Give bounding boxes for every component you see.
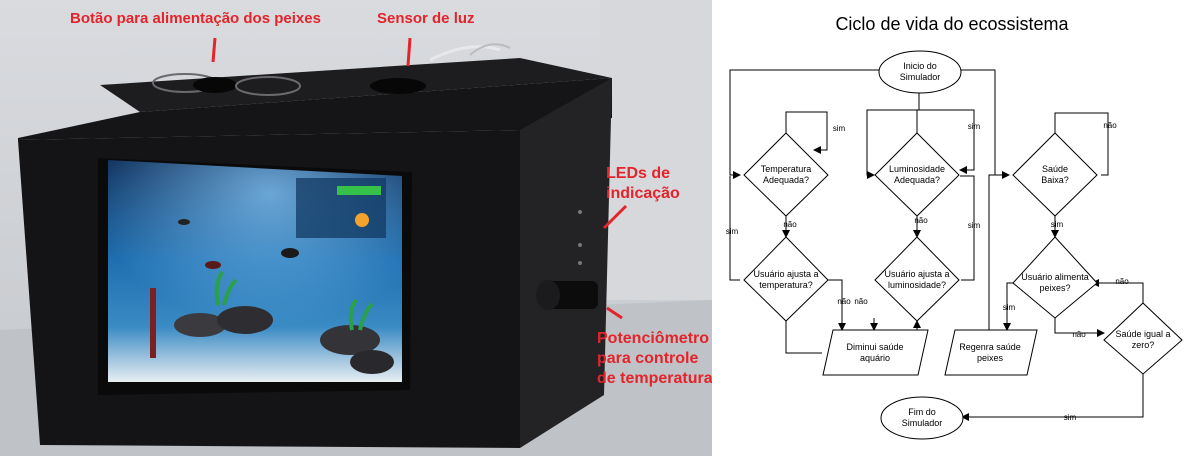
node-end-line2: Simulador	[902, 418, 943, 428]
node-health-zero-line2: zero?	[1132, 340, 1155, 350]
node-end-line1: Fim do	[908, 407, 936, 417]
node-temp-ok-line2: Adequada?	[763, 175, 809, 185]
node-user-feed-line1: Usuário alimenta	[1021, 272, 1089, 282]
flowchart: Ciclo de vida do ecossistema	[726, 14, 1183, 440]
edge-label-temp-sim: sim	[833, 124, 846, 133]
temperature-knob	[548, 281, 598, 309]
feed-button-label: Botão para alimentação dos peixes	[70, 10, 321, 27]
node-regen-health-line1: Regenra saúde	[959, 342, 1021, 352]
flowchart-title: Ciclo de vida do ecossistema	[835, 14, 1069, 34]
node-decrease-health	[822, 329, 929, 376]
node-user-temp-line1: Usuário ajusta a	[753, 269, 818, 279]
node-start-line1: Inicio do	[903, 61, 937, 71]
edge-label-userfeed-sim: sim	[1003, 303, 1016, 312]
node-user-light	[874, 236, 960, 322]
node-decrease-health-line2: aquário	[860, 353, 890, 363]
fish	[281, 248, 299, 258]
edge-label-light-nao: não	[914, 216, 928, 225]
node-health-low-line1: Saúde	[1042, 164, 1068, 174]
node-health-zero-line1: Saúde igual a	[1115, 329, 1170, 339]
edge-label-zero-sim: sim	[1064, 413, 1077, 422]
node-user-temp-line2: temperatura?	[759, 280, 813, 290]
fish	[205, 261, 221, 269]
node-health-zero	[1103, 302, 1183, 375]
edge-label-userlight-sim: sim	[968, 221, 981, 230]
edge-label-zero-nao: não	[1115, 277, 1129, 286]
node-user-light-line2: luminosidade?	[888, 280, 946, 290]
potentiometer-label-line1: Potenciômetro	[597, 330, 710, 347]
light-sensor-hole	[370, 78, 426, 94]
flowchart-panel: Ciclo de vida do ecossistema	[712, 0, 1195, 456]
prototype-photo-drawing	[0, 0, 712, 456]
leds-label-line1: LEDs de	[606, 165, 671, 182]
edge-label-health-nao: não	[1103, 121, 1117, 130]
edge-label-userfeed-nao: não	[1072, 330, 1086, 339]
node-temp-ok-line1: Temperatura	[761, 164, 812, 174]
node-user-temp	[743, 236, 829, 322]
edge-label-temp-nao: não	[783, 220, 797, 229]
node-start	[878, 50, 962, 94]
edge-label-usertemp-sim: sim	[726, 227, 739, 236]
light-sensor-label: Sensor de luz	[377, 10, 475, 27]
edge-label-usertemp-nao: não	[837, 297, 851, 306]
node-light-ok	[874, 132, 960, 217]
box-top	[100, 58, 612, 112]
node-start-line2: Simulador	[900, 72, 941, 82]
node-user-feed-line2: peixes?	[1039, 283, 1070, 293]
edge-label-health-sim: sim	[1051, 220, 1064, 229]
node-user-feed	[1012, 236, 1098, 319]
node-temp-ok	[743, 132, 829, 217]
node-end	[880, 396, 964, 440]
potentiometer-label-line3: de temperatura	[597, 370, 712, 387]
node-regen-health	[944, 329, 1038, 376]
node-decrease-health-line1: Diminui saúde	[846, 342, 903, 352]
node-health-low	[1012, 132, 1098, 217]
sun-icon	[355, 213, 369, 227]
leds-label-line2: indicação	[606, 185, 680, 202]
node-user-light-line1: Usuário ajusta a	[884, 269, 949, 279]
prototype-photo: Botão para alimentação dos peixes Sensor…	[0, 0, 712, 456]
node-light-ok-line1: Luminosidade	[889, 164, 945, 174]
node-regen-health-line2: peixes	[977, 353, 1004, 363]
box-side	[520, 78, 612, 448]
node-light-ok-line2: Adequada?	[894, 175, 940, 185]
edge-label-userlight-nao: não	[854, 297, 868, 306]
node-health-low-line2: Baixa?	[1041, 175, 1069, 185]
fish	[178, 219, 190, 225]
potentiometer-label-line2: para controle	[597, 350, 699, 367]
edge-label-light-sim: sim	[968, 122, 981, 131]
